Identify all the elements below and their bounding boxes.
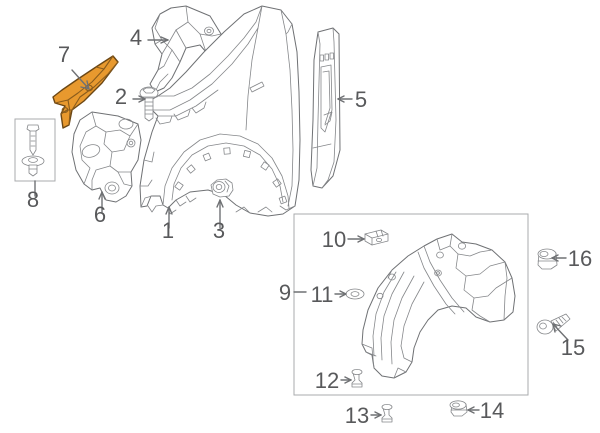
leader-13-arrowhead	[374, 411, 382, 419]
callout-label-8[interactable]: 8	[27, 187, 39, 212]
callout-label-7[interactable]: 7	[58, 42, 70, 67]
callout-label-10[interactable]: 10	[322, 227, 346, 252]
callout-label-12[interactable]: 12	[315, 368, 339, 393]
callout-label-2[interactable]: 2	[115, 84, 127, 109]
leader-3-arrowhead	[216, 199, 224, 208]
part-liner-push-pin-upper[interactable]	[351, 368, 363, 388]
leader-15	[552, 323, 569, 341]
leader-10-arrowhead	[357, 235, 365, 243]
leader-11-arrowhead	[339, 290, 347, 298]
callout-label-1[interactable]: 1	[162, 218, 174, 243]
part-upper-fender-bracket[interactable]	[149, 5, 224, 93]
callout-label-11[interactable]: 11	[311, 282, 334, 307]
callout-label-15[interactable]: 15	[561, 335, 585, 360]
callout-label-9[interactable]: 9	[279, 280, 291, 305]
part-flat-washer-grommet[interactable]	[345, 288, 365, 300]
leader-7-arrowhead	[80, 80, 90, 90]
leader-5-arrowhead	[337, 95, 345, 103]
part-u-nut-clip[interactable]	[364, 229, 389, 246]
part-liner-push-pin-lower[interactable]	[381, 403, 393, 423]
leader-15-arrowhead	[552, 323, 562, 333]
callout-label-4[interactable]: 4	[130, 25, 142, 50]
part-front-fender-panel[interactable]	[139, 5, 301, 217]
part-flanged-collar-nut[interactable]	[537, 248, 558, 270]
callout-label-6[interactable]: 6	[94, 202, 106, 227]
leader-2-arrowhead	[138, 95, 146, 103]
leader-7	[71, 69, 90, 90]
part-push-pin-clip-assembly[interactable]	[21, 124, 45, 177]
callout-label-3[interactable]: 3	[213, 218, 225, 243]
part-fender-support-wedge[interactable]	[52, 55, 119, 129]
leader-1-arrowhead	[165, 206, 173, 215]
part-liner-retainer-nut[interactable]	[449, 400, 468, 417]
leader-6-arrowhead	[98, 191, 106, 200]
leader-4-arrowhead	[160, 36, 169, 44]
part-fender-grommet[interactable]	[210, 178, 234, 198]
callout-label-5[interactable]: 5	[355, 87, 367, 112]
callout-label-13[interactable]: 13	[345, 403, 369, 428]
part-front-fender-liner[interactable]	[361, 233, 516, 379]
callout-label-14[interactable]: 14	[480, 398, 504, 423]
leader-12-arrowhead	[344, 376, 352, 384]
part-hex-flange-bolt[interactable]	[139, 86, 159, 122]
callout-label-16[interactable]: 16	[568, 246, 592, 271]
part-fender-side-molding[interactable]	[310, 27, 341, 189]
leader-14-arrowhead	[467, 406, 475, 414]
part-lower-fender-bracket[interactable]	[71, 111, 142, 203]
leader-16-arrowhead	[551, 254, 559, 262]
